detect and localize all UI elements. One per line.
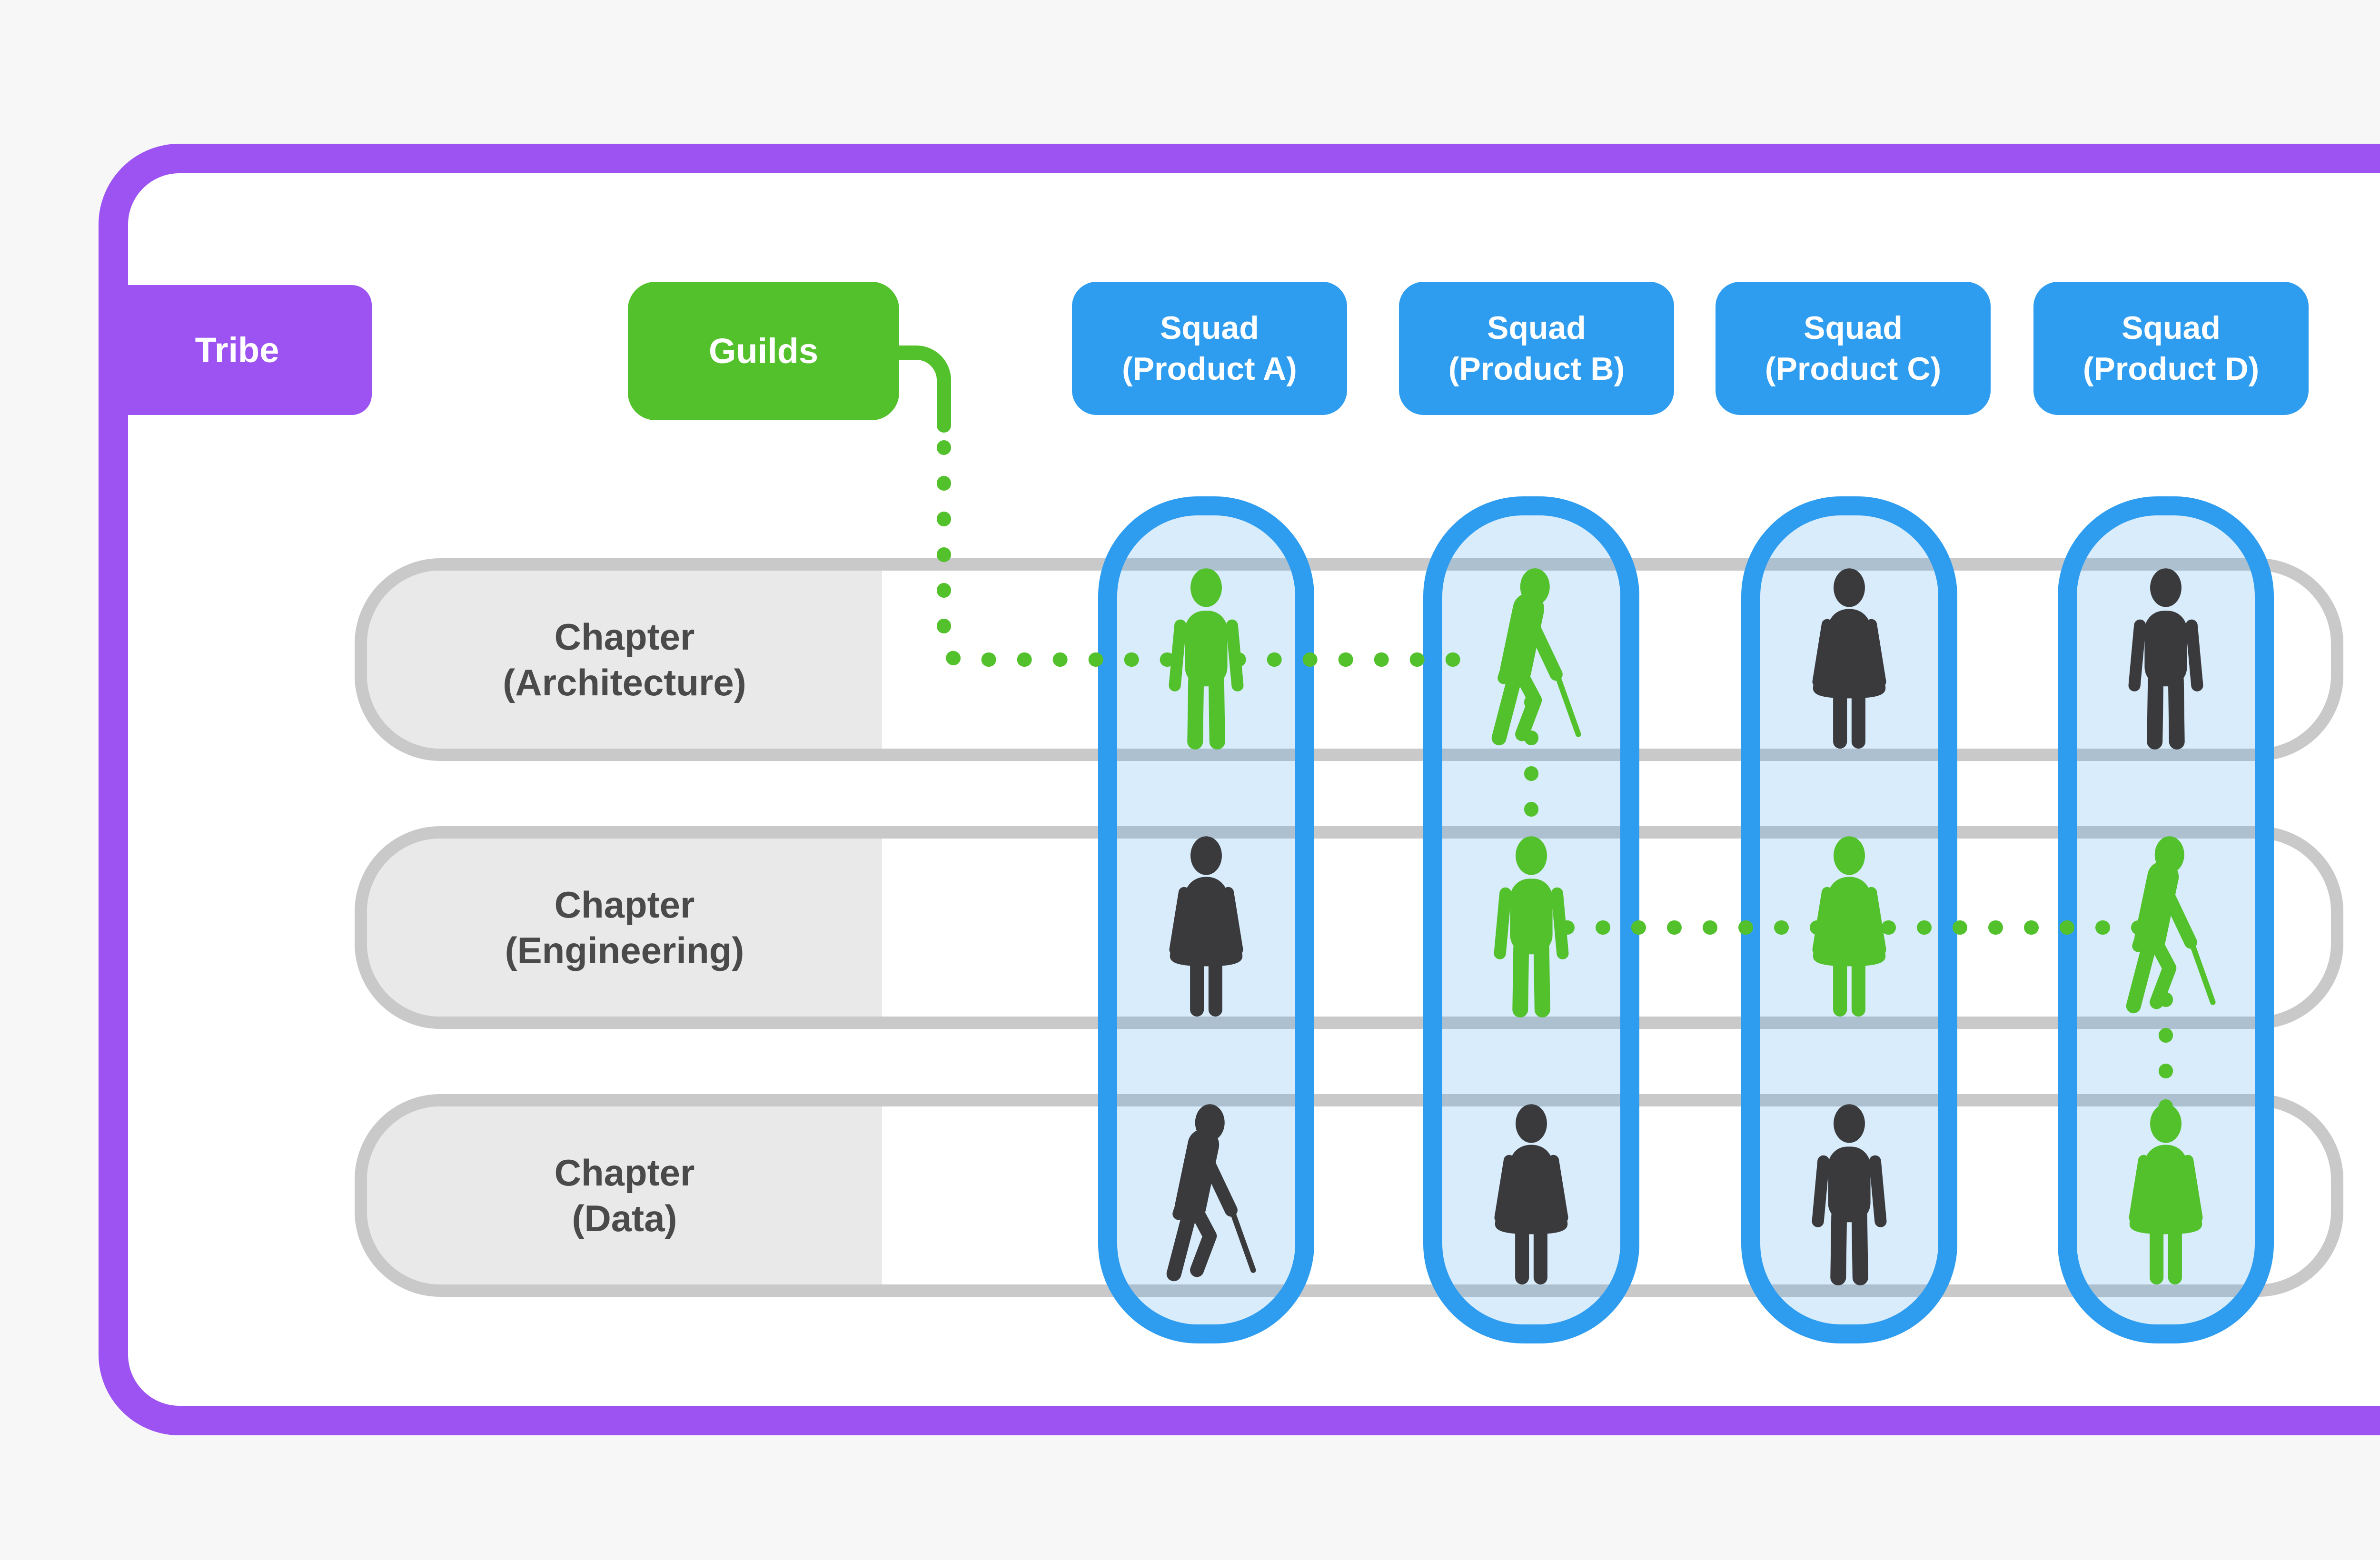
chapter-row-architecture: Chapter (Architecture) (355, 558, 2343, 761)
member-engineering-squad-c (1775, 835, 1923, 1020)
squad-header-line1: Squad (1804, 310, 1903, 346)
chapter-label-line2: (Engineering) (505, 929, 744, 971)
chapter-row-engineering: Chapter (Engineering) (355, 826, 2343, 1029)
guilds-label: Guilds (708, 331, 819, 371)
chapter-label-line1: Chapter (554, 1152, 695, 1194)
squad-header-line2: (Product C) (1765, 351, 1942, 387)
guilds-badge: Guilds (628, 282, 899, 420)
squad-header-c: Squad (Product C) (1716, 282, 1991, 415)
member-architecture-squad-d (2092, 567, 2240, 752)
member-data-squad-c (1775, 1103, 1923, 1288)
squad-header-line1: Squad (2122, 310, 2221, 346)
member-data-squad-b (1458, 1103, 1605, 1288)
squad-header-line2: (Product B) (1448, 351, 1625, 387)
squad-header-b: Squad (Product B) (1399, 282, 1674, 415)
squad-header-line1: Squad (1160, 310, 1259, 346)
squad-header-d: Squad (Product D) (2033, 282, 2309, 415)
squad-header-a: Squad (Product A) (1072, 282, 1347, 415)
chapter-label-line1: Chapter (554, 884, 695, 926)
squad-header-line2: (Product D) (2082, 351, 2260, 387)
member-engineering-squad-a (1132, 835, 1280, 1020)
squad-header-line2: (Product A) (1122, 351, 1297, 387)
member-engineering-squad-b (1458, 835, 1605, 1020)
chapter-row-data: Chapter (Data) (355, 1094, 2343, 1297)
member-engineering-squad-d (2092, 835, 2240, 1020)
tribe-label: Tribe (195, 330, 279, 370)
squad-header-line1: Squad (1487, 310, 1586, 346)
member-architecture-squad-a (1132, 567, 1280, 752)
chapter-label-line2: (Architecture) (503, 662, 746, 703)
chapter-label-line1: Chapter (554, 616, 695, 658)
chapter-label-architecture: Chapter (Architecture) (367, 571, 882, 749)
member-data-squad-d (2092, 1103, 2240, 1288)
chapter-label-data: Chapter (Data) (367, 1106, 882, 1284)
member-architecture-squad-c (1775, 567, 1923, 752)
chapter-label-engineering: Chapter (Engineering) (367, 839, 882, 1017)
member-data-squad-a (1132, 1103, 1280, 1288)
chapter-label-line2: (Data) (572, 1197, 677, 1239)
tribe-badge: Tribe (102, 285, 372, 415)
member-architecture-squad-b (1458, 567, 1605, 752)
